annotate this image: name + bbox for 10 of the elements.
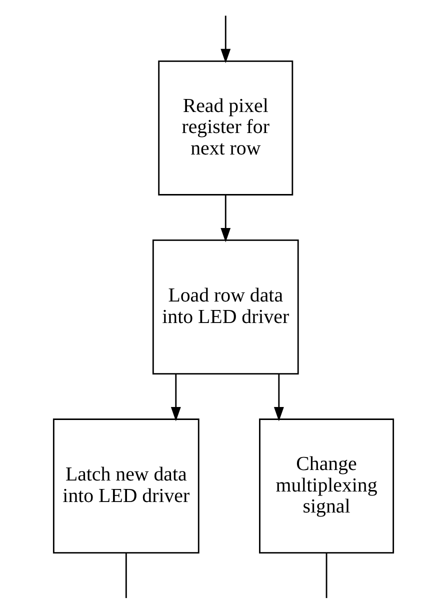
node-box: Latch new data into LED driver — [52, 418, 199, 554]
node-box: Load row data into LED driver — [152, 240, 298, 374]
arrow — [220, 195, 230, 242]
connector — [325, 553, 327, 598]
node-box: Read pixel register for next row — [158, 60, 293, 196]
node-box: Change multiplexing signal — [258, 418, 394, 554]
arrow — [170, 374, 180, 422]
arrow — [273, 374, 284, 422]
arrow — [220, 16, 230, 64]
connector — [124, 553, 126, 598]
